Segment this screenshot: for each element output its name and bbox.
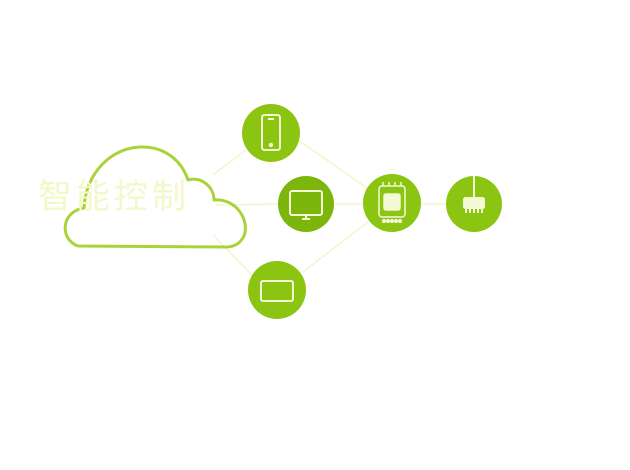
connector-lines bbox=[212, 139, 446, 276]
node-tablet[interactable] bbox=[248, 261, 306, 319]
node-phone[interactable] bbox=[242, 104, 300, 162]
node-controller[interactable] bbox=[363, 174, 421, 232]
node-module[interactable] bbox=[446, 176, 502, 232]
control-board-icon bbox=[378, 182, 406, 224]
cloud-group: 智能控制 bbox=[38, 145, 247, 249]
tablet-icon bbox=[260, 280, 294, 302]
hanging-module-icon bbox=[463, 176, 485, 213]
cloud-icon bbox=[63, 145, 247, 249]
cloud-title: 智能控制 bbox=[38, 177, 190, 217]
monitor-icon bbox=[289, 190, 323, 220]
smartphone-icon bbox=[261, 114, 281, 151]
node-monitor[interactable] bbox=[278, 176, 334, 232]
